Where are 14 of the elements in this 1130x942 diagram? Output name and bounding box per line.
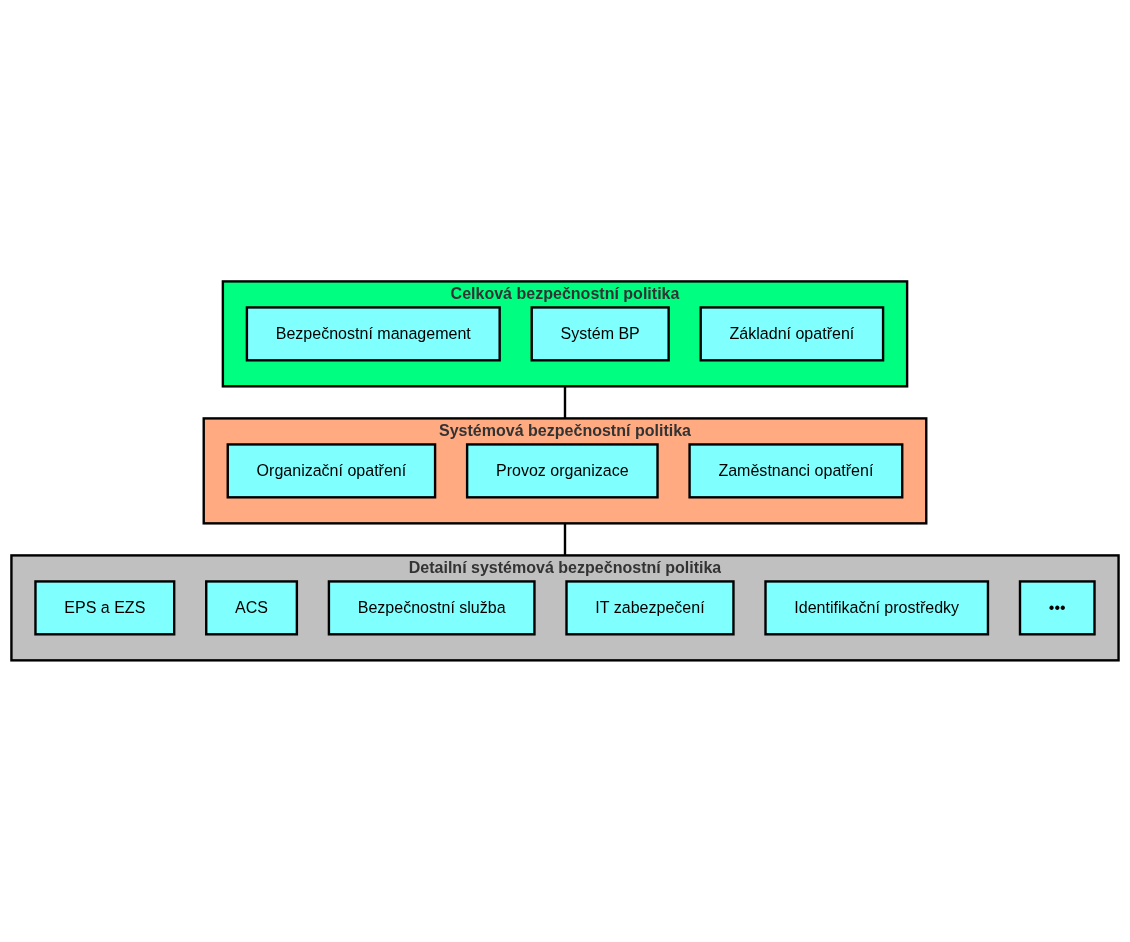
node-box: EPS a EZS [34,580,176,636]
node-box: IT zabezpečení [565,580,735,636]
node-box: ••• [1018,580,1096,636]
node-box: Základní opatření [699,306,885,362]
node-box: Systém BP [530,306,670,362]
node-box: Bezpečnostní služba [327,580,536,636]
connector [563,386,567,419]
node-box: Organizační opatření [226,443,437,499]
node-box: Bezpečnostní management [245,306,501,362]
node-box: ACS [205,580,299,636]
node-box: Identifikační prostředky [764,580,990,636]
node-box: Zaměstnanci opatření [688,443,904,499]
connector [563,523,567,556]
node-box: Provoz organizace [465,443,659,499]
